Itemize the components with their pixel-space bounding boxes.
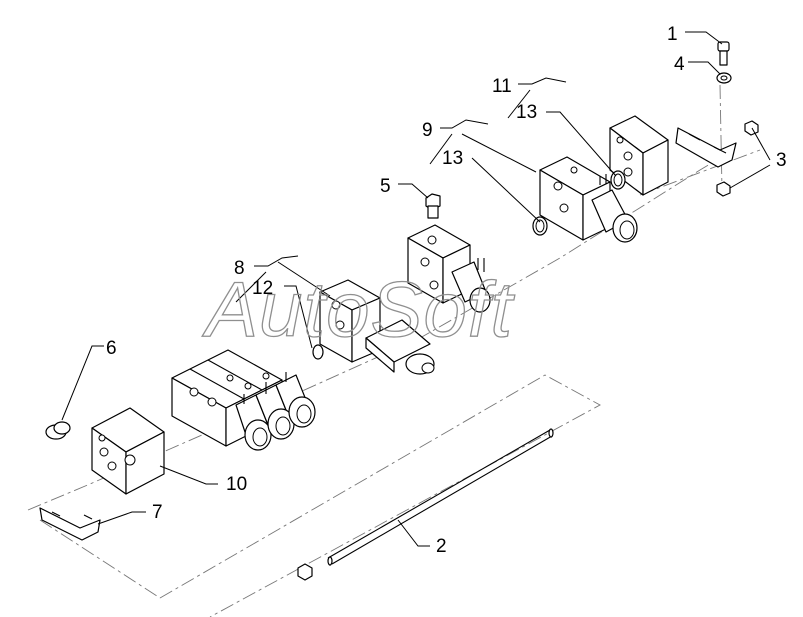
tie-rod-part [327,428,554,566]
valve-block-8 [319,279,435,375]
nut-part [716,120,759,197]
watermark-text: AutoSoft [202,265,516,353]
o-ring-part [532,170,626,236]
callout-5: 5 [380,176,391,197]
end-plate-left [91,407,165,495]
callout-11: 11 [492,76,512,97]
callout-10: 10 [226,474,247,495]
tie-rod-nut [297,563,313,581]
valve-bank-triple [171,349,316,451]
leader-lines [61,31,771,547]
callout-1: 1 [667,24,678,45]
valve-block-9 [539,156,638,243]
o-ring-12 [312,344,324,360]
callout-3: 3 [776,150,787,171]
callout-7: 7 [152,502,163,523]
bolt-part [717,41,730,66]
callout-12: 12 [252,278,273,299]
end-plate-right [609,115,669,196]
callout-6: 6 [106,338,117,359]
mounting-bracket-left [39,507,101,541]
callout-4: 4 [674,54,685,75]
callout-13-lower: 13 [442,148,463,169]
callout-9: 9 [422,120,433,141]
mounting-bracket-right [675,127,737,168]
callout-8: 8 [234,258,245,279]
callout-labels: 1 2 3 4 5 6 7 8 9 10 11 12 13 13 [106,24,787,557]
callout-2: 2 [436,536,447,557]
washer-part [716,72,732,84]
fitting-part [425,193,441,219]
callout-13-upper: 13 [516,102,537,123]
valve-block-center [407,224,491,313]
plug-part [45,421,71,440]
